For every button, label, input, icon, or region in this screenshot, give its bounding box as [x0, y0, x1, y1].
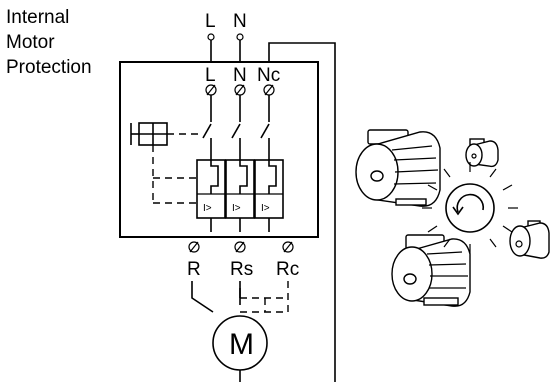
supply-terminal-l — [207, 33, 215, 41]
output-terminals — [188, 241, 294, 253]
switch-contacts — [202, 95, 270, 160]
output-label-r: R — [187, 259, 201, 280]
input-label-nc: Nc — [257, 65, 280, 86]
wire-nc-control — [268, 42, 336, 382]
title-line-1: Internal — [6, 7, 69, 28]
output-label-rc: Rc — [276, 259, 299, 280]
input-label-l: L — [205, 65, 216, 86]
manual-actuator-symbol — [130, 122, 199, 146]
relay-symbol-2: I> — [232, 203, 241, 214]
title-line-3: Protection — [6, 57, 92, 78]
relay-symbol-3: I> — [261, 203, 270, 214]
motor-wiring — [191, 281, 289, 382]
input-label-n: N — [233, 65, 247, 86]
motor-symbol — [212, 315, 268, 371]
motor-illustration-small-right — [509, 220, 550, 259]
output-label-rs: Rs — [230, 259, 253, 280]
title-line-2: Motor — [6, 32, 55, 53]
motor-illustration-large-bottom — [391, 234, 471, 307]
motor-letter: M — [229, 328, 254, 361]
protection-enclosure — [119, 61, 319, 238]
motor-illustration-large-top — [355, 129, 441, 207]
supply-label-n: N — [233, 11, 247, 32]
relay-symbol-1: I> — [203, 203, 212, 214]
adjustment-dial — [422, 162, 518, 254]
trip-units — [196, 159, 284, 232]
motor-illustration-small-top — [465, 138, 499, 168]
trip-linkage — [152, 145, 197, 204]
supply-label-l: L — [205, 11, 216, 32]
input-terminals — [205, 84, 275, 96]
diagram-title: Internal Motor Protection — [6, 7, 92, 78]
supply-terminal-n — [236, 33, 244, 41]
